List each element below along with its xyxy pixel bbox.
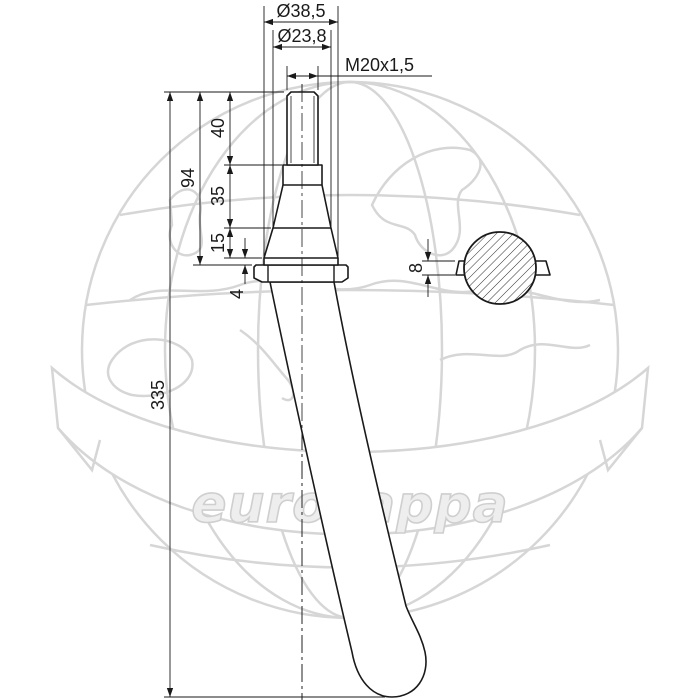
- cone-length-label: 15: [208, 233, 228, 253]
- collar-height-label: 4: [227, 289, 247, 299]
- upper-length-label: 94: [178, 168, 198, 188]
- watermark-globe-parallel: [85, 288, 615, 307]
- outer-diameter-label: Ø38,5: [276, 1, 325, 21]
- left-dimensions: 335 94 40 35 15 4: [148, 91, 385, 698]
- inner-diameter-label: Ø23,8: [277, 26, 326, 46]
- watermark-map-outline: [439, 342, 591, 362]
- tine-blade: [269, 281, 427, 698]
- threaded-stud: [286, 91, 319, 166]
- thread-label: M20x1,5: [345, 55, 414, 75]
- section-hatched-circle: [463, 231, 537, 305]
- watermark-banner-fold: [57, 427, 102, 473]
- key-width-label: 8: [406, 263, 426, 273]
- watermark-globe-parallel: [119, 193, 581, 217]
- watermark-map-outline: [239, 328, 295, 402]
- top-dimensions: Ø38,5 Ø23,8 M20x1,5: [263, 1, 432, 256]
- watermark-banner-fold: [598, 427, 643, 473]
- watermark-map-outline: [106, 338, 194, 398]
- shaft-length-label: 35: [208, 186, 228, 206]
- total-length-label: 335: [148, 380, 168, 410]
- watermark-map-outline: [370, 146, 482, 257]
- tine-part: [253, 84, 427, 700]
- tine-cone: [263, 164, 339, 266]
- cross-section: 8: [406, 231, 551, 305]
- thread-length-label: 40: [208, 118, 228, 138]
